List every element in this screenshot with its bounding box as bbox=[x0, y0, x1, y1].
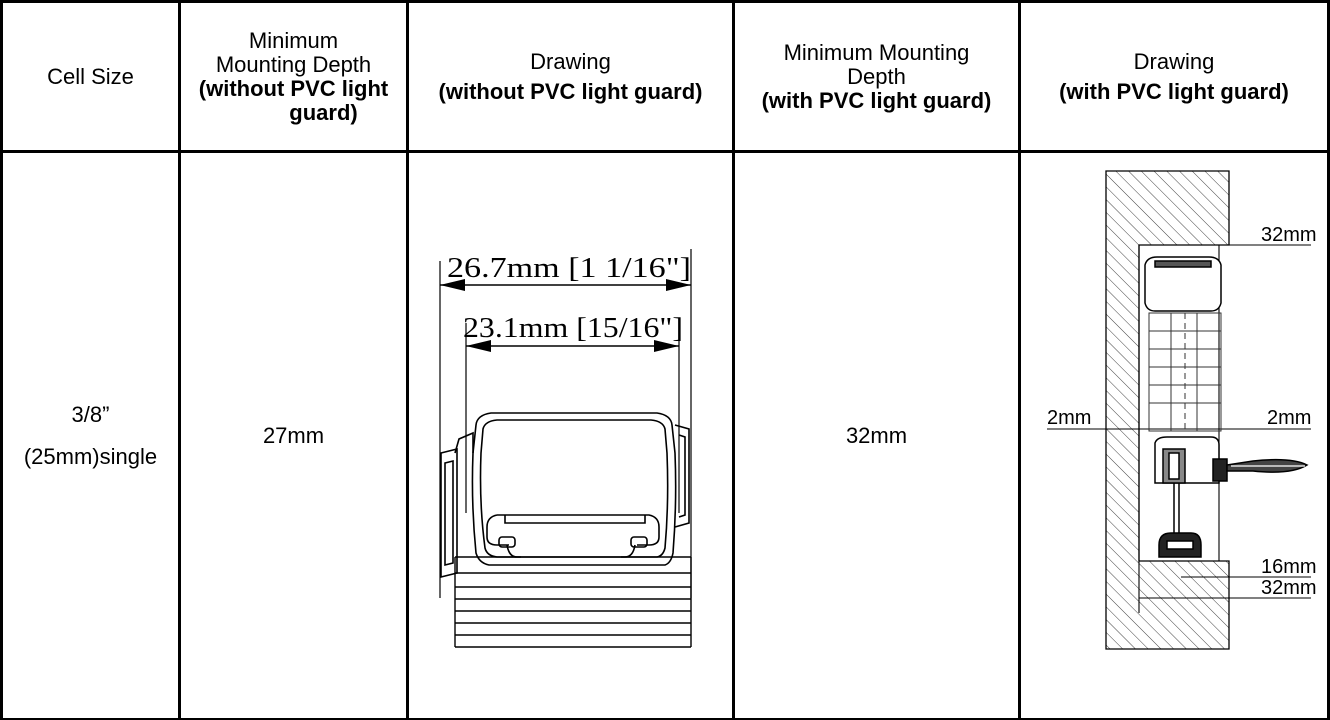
header-drawing-without: Drawing (without PVC light guard) bbox=[409, 3, 732, 150]
table-col-divider-0 bbox=[0, 0, 3, 720]
label-top-32mm: 32mm bbox=[1261, 224, 1317, 246]
table-col-divider-1 bbox=[178, 0, 181, 720]
table-col-divider-4 bbox=[1018, 0, 1021, 720]
header-drawing-with: Drawing (with PVC light guard) bbox=[1021, 3, 1327, 150]
label-bottom-32mm: 32mm bbox=[1261, 577, 1317, 599]
row-cell-size-line2: (25mm)single bbox=[23, 443, 158, 469]
header-min-depth-without: Minimum Mounting Depth (without PVC ligh… bbox=[181, 3, 406, 150]
row-min-depth-without: 27mm bbox=[181, 153, 406, 718]
table-border-bottom bbox=[0, 718, 1330, 720]
inner-arrow-left bbox=[466, 340, 491, 352]
row-cell-size-line1: 3/8” bbox=[71, 401, 110, 427]
header-cell-size: Cell Size bbox=[3, 3, 178, 150]
row-min-depth-with: 32mm bbox=[735, 153, 1018, 718]
header-min-depth-with: Minimum Mounting Depth (with PVC light g… bbox=[735, 3, 1018, 150]
header-drawing-with-line1: Drawing bbox=[1133, 48, 1215, 74]
header-drawing-with-bold1: (with PVC light guard) bbox=[1059, 78, 1289, 104]
header-min-depth-with-line1: Minimum Mounting bbox=[783, 39, 970, 65]
label-right-2mm: 2mm bbox=[1267, 407, 1311, 429]
headrail-profile bbox=[471, 412, 677, 566]
header-min-depth-without-line2: Mounting Depth bbox=[215, 51, 372, 77]
bottom-rail bbox=[1154, 436, 1309, 484]
drawing-with-guard: 32mm 2mm 2mm 16mm 32mm bbox=[1047, 170, 1317, 650]
header-cell-size-text: Cell Size bbox=[47, 63, 134, 89]
outer-dimension-label: 26.7mm [1 1/16"] bbox=[447, 252, 691, 284]
headrail bbox=[1144, 256, 1222, 312]
table-col-divider-3 bbox=[732, 0, 735, 720]
inner-dimension-label: 23.1mm [15/16"] bbox=[463, 312, 683, 344]
header-min-depth-without-bold2: guard) bbox=[289, 99, 358, 125]
pleated-fabric bbox=[454, 556, 692, 648]
header-min-depth-without-bold1: (without PVC light bbox=[198, 75, 389, 101]
label-16mm: 16mm bbox=[1261, 556, 1317, 578]
cord-weight bbox=[1158, 483, 1202, 558]
row-min-depth-without-value: 27mm bbox=[262, 422, 325, 448]
outer-arrow-left bbox=[440, 279, 465, 291]
header-min-depth-with-bold1: (with PVC light guard) bbox=[761, 87, 992, 113]
inner-arrow-right bbox=[654, 340, 679, 352]
table-col-divider-2 bbox=[406, 0, 409, 720]
end-clip bbox=[440, 424, 690, 579]
table-border-header bbox=[0, 150, 1330, 153]
table-col-divider-5 bbox=[1327, 0, 1330, 720]
label-left-2mm: 2mm bbox=[1047, 407, 1091, 429]
table-border-top bbox=[0, 0, 1330, 3]
header-min-depth-with-line2: Depth bbox=[847, 63, 906, 89]
drawing-without-guard: 26.7mm [1 1/16"] 23.1mm [15/16"] bbox=[439, 249, 692, 648]
pleated-shade bbox=[1148, 312, 1222, 432]
header-drawing-without-line1: Drawing bbox=[530, 48, 611, 74]
header-drawing-without-bold1: (without PVC light guard) bbox=[438, 78, 703, 104]
row-cell-size: 3/8” (25mm)single bbox=[3, 153, 178, 718]
outer-arrow-right bbox=[666, 279, 691, 291]
header-min-depth-without-line1: Minimum bbox=[248, 27, 339, 53]
row-min-depth-with-value: 32mm bbox=[845, 422, 908, 448]
